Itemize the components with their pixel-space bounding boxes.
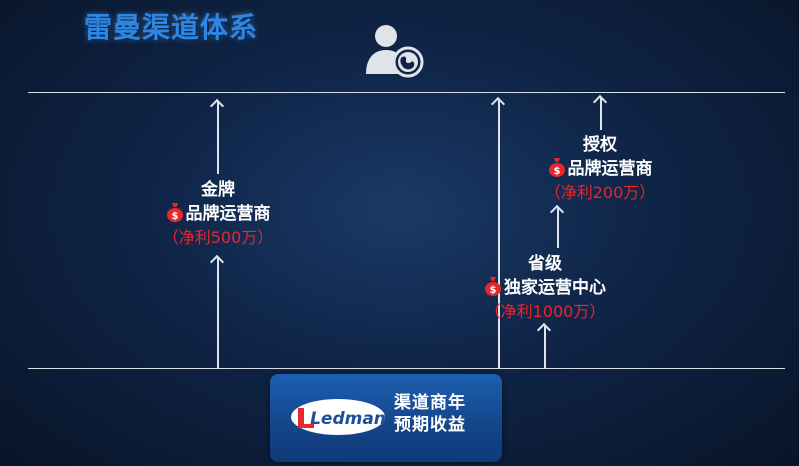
money-bag-icon: $ <box>548 158 565 177</box>
ledman-logo: Ledman <box>291 399 386 435</box>
svg-text:$: $ <box>490 285 497 296</box>
arrow-authorized-lower <box>557 208 559 248</box>
arrow-gold-upper <box>217 102 219 174</box>
money-bag-icon: $ <box>485 277 501 296</box>
arrow-provincial-lower <box>544 326 546 368</box>
footer-line2: 预期收益 <box>394 415 466 435</box>
gold-profit: （净利500万） <box>162 228 274 247</box>
authorized-profit: （净利200万） <box>544 183 656 202</box>
top-divider <box>28 92 785 93</box>
provincial-profit: （净利1000万） <box>484 302 606 321</box>
authorized-role: 品牌运营商 <box>567 159 653 179</box>
expected-revenue-box: Ledman 渠道商年 预期收益 <box>270 374 502 462</box>
authorized-operator-block: 授权 $ 品牌运营商 （净利200万） <box>505 133 695 205</box>
bottom-divider <box>28 368 785 369</box>
ledman-brand-text: Ledman <box>310 409 386 429</box>
provincial-role: 独家运营中心 <box>504 278 606 298</box>
arrow-authorized-upper <box>600 98 602 130</box>
arrow-gold-lower <box>217 258 219 368</box>
gold-label: 金牌 <box>201 180 235 200</box>
user-globe-icon <box>366 25 424 78</box>
gold-operator-block: 金牌 $ 品牌运营商 （净利500万） <box>120 178 316 250</box>
provincial-label: 省级 <box>528 254 562 274</box>
page-title: 雷曼渠道体系 <box>84 11 259 44</box>
provincial-center-block: 省级 $ 独家运营中心 （净利1000万） <box>440 252 650 324</box>
svg-text:$: $ <box>171 211 178 222</box>
gold-role: 品牌运营商 <box>185 204 271 224</box>
authorized-label: 授权 <box>583 135 617 155</box>
svg-text:$: $ <box>553 166 560 177</box>
money-bag-icon: $ <box>166 203 183 222</box>
footer-line1: 渠道商年 <box>394 393 466 413</box>
arrow-provincial-long <box>498 100 500 368</box>
